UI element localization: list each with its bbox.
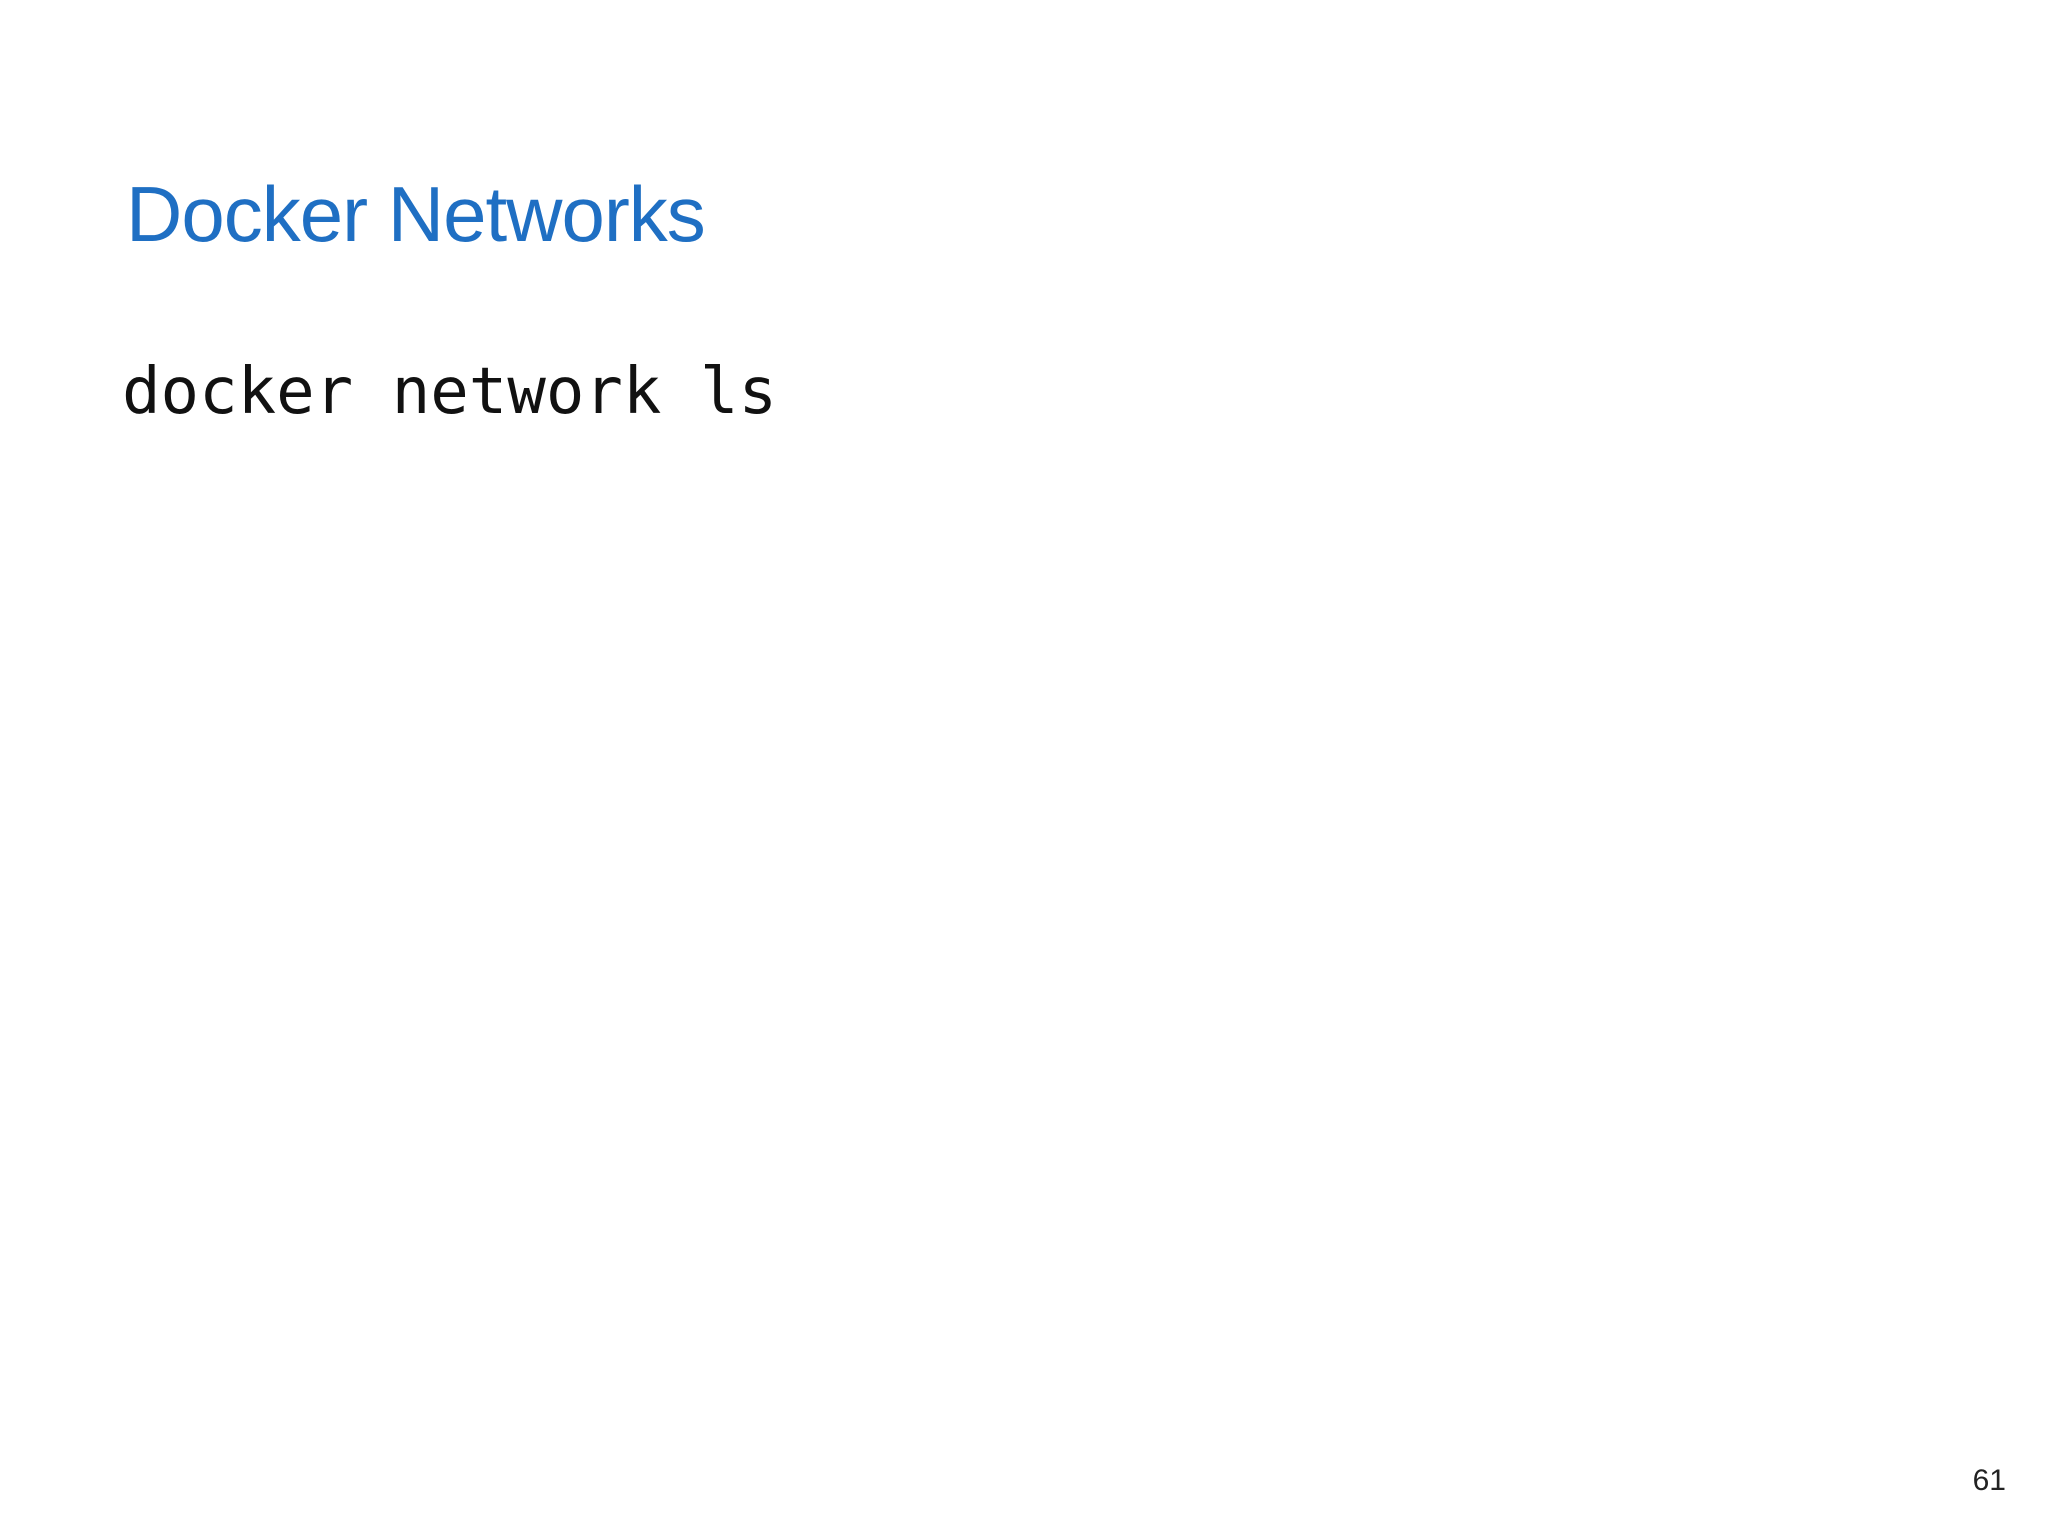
page-number: 61 xyxy=(1972,1464,2006,1497)
slide-body: docker network ls xyxy=(122,354,777,431)
code-command: docker network ls xyxy=(122,355,778,429)
slide-title: Docker Networks xyxy=(126,170,706,258)
